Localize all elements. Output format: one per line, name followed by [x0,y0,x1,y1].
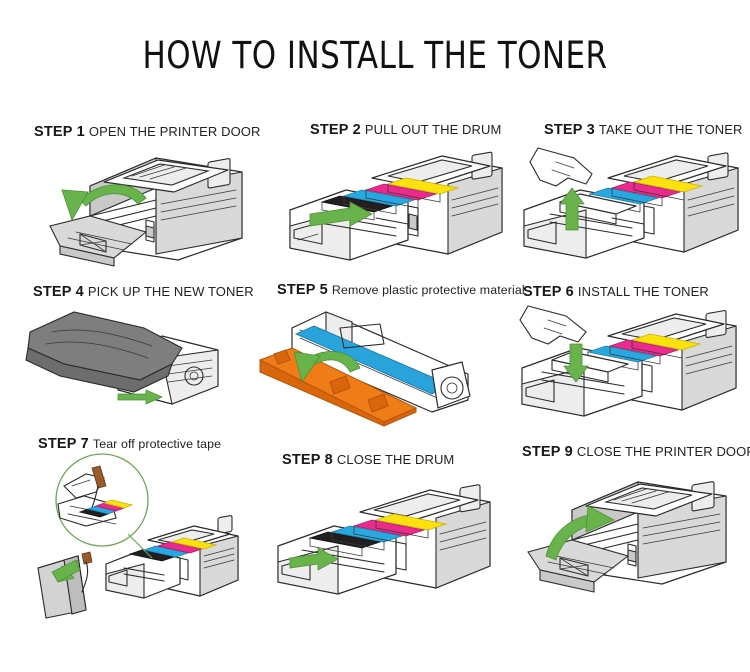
step-8-description: CLOSE THE DRUM [336,452,455,467]
remove-orange-cover-icon [258,311,471,427]
page-title: HOW TO INSTALL THE TONER [142,34,608,77]
step-1-number: STEP 1 [34,124,85,140]
step-4-illustration [22,302,254,414]
step-6-number: STEP 6 [523,284,574,300]
step-6-illustration [512,300,746,424]
step-5-description: Remove plastic protective material [331,283,525,297]
step-8-illustration [256,474,500,604]
step-3-description: TAKE OUT THE TONER [598,122,743,137]
step-9-description: CLOSE THE PRINTER DOOR [576,444,750,459]
step-2-number: STEP 2 [310,122,361,138]
step-7-number: STEP 7 [38,436,89,452]
printer-door-close-icon [527,481,727,593]
step-1-description: OPEN THE PRINTER DOOR [88,124,261,139]
step-4-number: STEP 4 [33,284,84,300]
drum-pulled-out-icon [289,151,503,261]
step-8-number: STEP 8 [282,452,333,468]
step-7-illustration [24,452,242,619]
step-6-description: INSTALL THE TONER [577,284,709,299]
step-9-number: STEP 9 [522,444,573,460]
step-4-description: PICK UP THE NEW TONER [87,284,254,299]
toner-in-bag-icon [25,311,219,405]
step-1-illustration [28,142,263,267]
step-3-number: STEP 3 [544,122,595,138]
step-5-number: STEP 5 [277,282,328,298]
toner-lift-out-icon [523,147,739,259]
printer-door-open-icon [49,157,243,267]
step-2-description: PULL OUT THE DRUM [364,122,502,137]
step-7-description: Tear off protective tape [92,437,222,451]
step-3-illustration [516,140,746,268]
tear-tape-callout-icon [37,453,239,619]
step-5-illustration [256,300,518,427]
step-9-illustration [506,462,746,598]
drum-close-icon [277,484,491,595]
step-2-illustration [276,144,512,270]
toner-insert-icon [519,305,737,417]
